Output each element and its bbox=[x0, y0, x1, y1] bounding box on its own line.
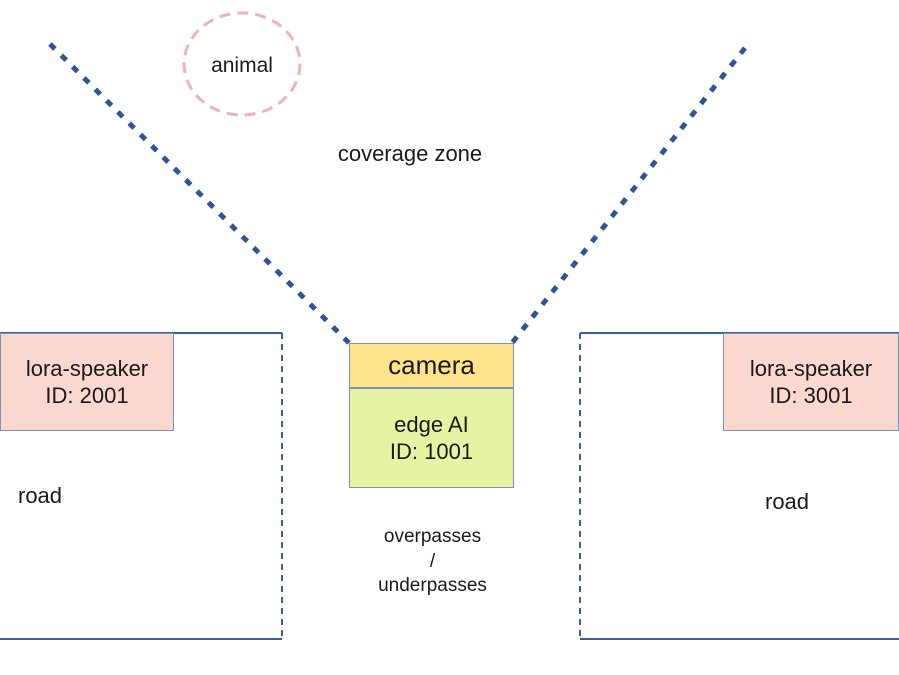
road-right-label: road bbox=[765, 489, 810, 514]
camera-box: camera bbox=[349, 343, 514, 388]
animal-circle bbox=[182, 11, 302, 117]
lora-speaker-right-id: ID: 3001 bbox=[769, 383, 853, 408]
crossing-line-2: / bbox=[429, 550, 436, 572]
camera-label: camera bbox=[388, 350, 475, 381]
coverage-line-right bbox=[510, 46, 747, 345]
coverage-line-left bbox=[48, 42, 351, 345]
lora-speaker-right-name: lora-speaker bbox=[749, 355, 873, 381]
lora-speaker-left: lora-speaker ID: 2001 bbox=[0, 333, 174, 431]
edge-ai-box: edge AI ID: 1001 bbox=[349, 388, 514, 488]
lora-speaker-left-name: lora-speaker bbox=[25, 355, 149, 381]
lora-speaker-left-id: ID: 2001 bbox=[45, 383, 129, 408]
coverage-zone-label: coverage zone bbox=[337, 141, 483, 166]
road-left-label: road bbox=[18, 483, 63, 508]
animal-label: animal bbox=[211, 54, 273, 77]
edge-ai-id: ID: 1001 bbox=[389, 439, 474, 464]
crossing-label: overpasses / underpasses bbox=[350, 525, 515, 599]
crossing-line-1: overpasses bbox=[383, 526, 482, 547]
crossing-line-3: underpasses bbox=[378, 575, 487, 597]
lora-speaker-right: lora-speaker ID: 3001 bbox=[723, 333, 899, 431]
edge-ai-name: edge AI bbox=[394, 411, 469, 437]
